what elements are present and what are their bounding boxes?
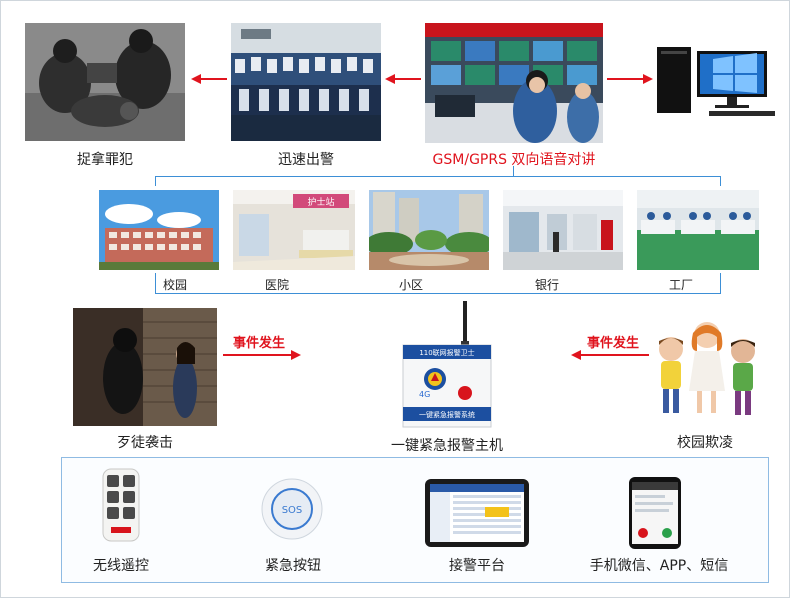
venue-hospital-label: 医院 [264,278,289,292]
arrest-label: 捉拿罪犯 [77,152,133,168]
venue-bottom-left [155,273,156,293]
dispatch-label: 迅速出警 [278,152,334,168]
attack-label: 歹徒袭击 [117,435,173,451]
command-center-photo [425,23,603,143]
venue-community-label: 小区 [398,278,423,292]
venue-bottom-line [155,293,721,294]
arrow-to-computer [607,74,653,84]
bullying-label: 校园欺凌 [677,435,733,451]
device-sos-label: 紧急按钮 [265,558,321,574]
mobile-phone-image [627,475,683,551]
bullying-illustration [651,311,761,421]
venue-community-photo [369,190,489,270]
computer-illustration [653,41,781,119]
voice-intercom-label: GSM/GPRS 双向语音对讲 [432,152,596,168]
device-platform-label: 接警平台 [449,558,505,574]
device-4g-text: 4G [419,390,430,399]
device-phone-label: 手机微信、APP、短信 [589,558,729,574]
event-occurred-right: 事件发生 [587,336,640,351]
venue-factory-label: 工厂 [668,278,693,292]
venue-bracket-left [155,176,156,186]
event-occurred-left: 事件发生 [233,336,286,351]
arrow-to-dispatch [385,74,421,84]
venue-school-label: 校园 [162,278,187,292]
arrow-bully-to-host [571,350,649,360]
device-title-text: 110联网报警卫士 [419,348,474,357]
device-remote-label: 无线遥控 [93,558,149,574]
attack-photo [73,308,217,426]
police-dispatch-photo [231,23,381,141]
hospital-sign-text: 护士站 [307,196,334,208]
sos-text: SOS [282,505,303,516]
venue-hospital-photo: 护士站 [233,190,355,270]
venue-school-photo [99,190,219,270]
alarm-host-label: 一键紧急报警主机 [391,438,503,454]
venue-bracket-right [720,176,721,186]
remote-control-image [97,467,145,543]
venue-bracket-stem [513,166,514,176]
venue-bank-label: 银行 [534,278,559,292]
venue-factory-photo [637,190,759,270]
alarm-platform-tablet [425,479,529,547]
venue-bracket-top [155,176,721,177]
venue-bottom-right [720,273,721,293]
arrow-to-arrest [191,74,227,84]
alarm-host-device: 110联网报警卫士 4G 一键紧急报警系统 [399,301,495,429]
device-footer-text: 一键紧急报警系统 [419,410,475,419]
arrest-photo [25,23,185,141]
arrow-attack-to-host [223,350,301,360]
sos-button-image: SOS [257,475,327,541]
venue-bank-photo [503,190,623,270]
